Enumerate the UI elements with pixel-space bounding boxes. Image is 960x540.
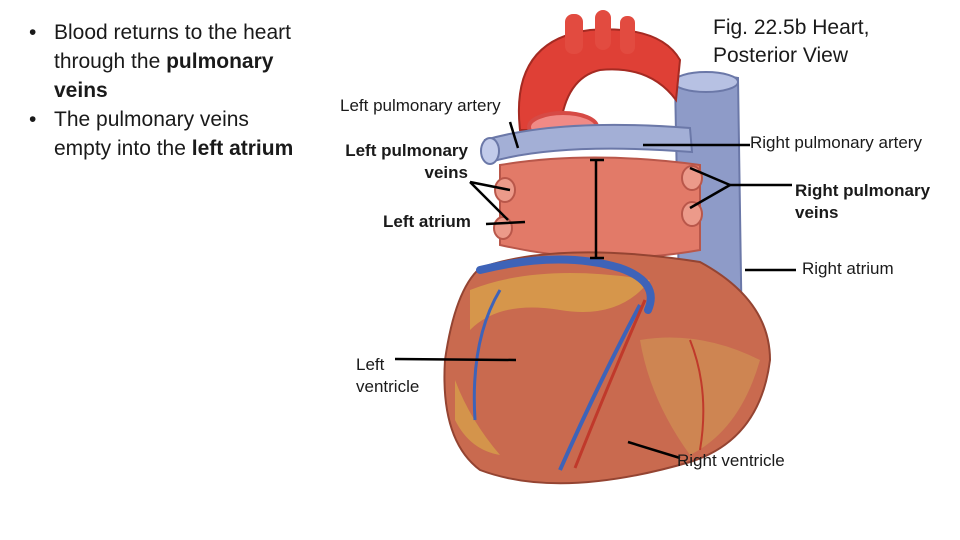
label-left-pulmonary-veins: Left pulmonary veins — [318, 140, 468, 184]
label-left-ventricle: Left ventricle — [356, 354, 436, 398]
label-right-ventricle: Right ventricle — [677, 450, 785, 472]
label-left-atrium: Left atrium — [383, 211, 471, 233]
label-left-pulmonary-artery: Left pulmonary artery — [340, 95, 501, 117]
label-right-atrium: Right atrium — [802, 258, 894, 280]
label-right-pulmonary-veins: Right pulmonary veins — [795, 180, 960, 224]
label-right-pulmonary-artery: Right pulmonary artery — [750, 132, 922, 154]
